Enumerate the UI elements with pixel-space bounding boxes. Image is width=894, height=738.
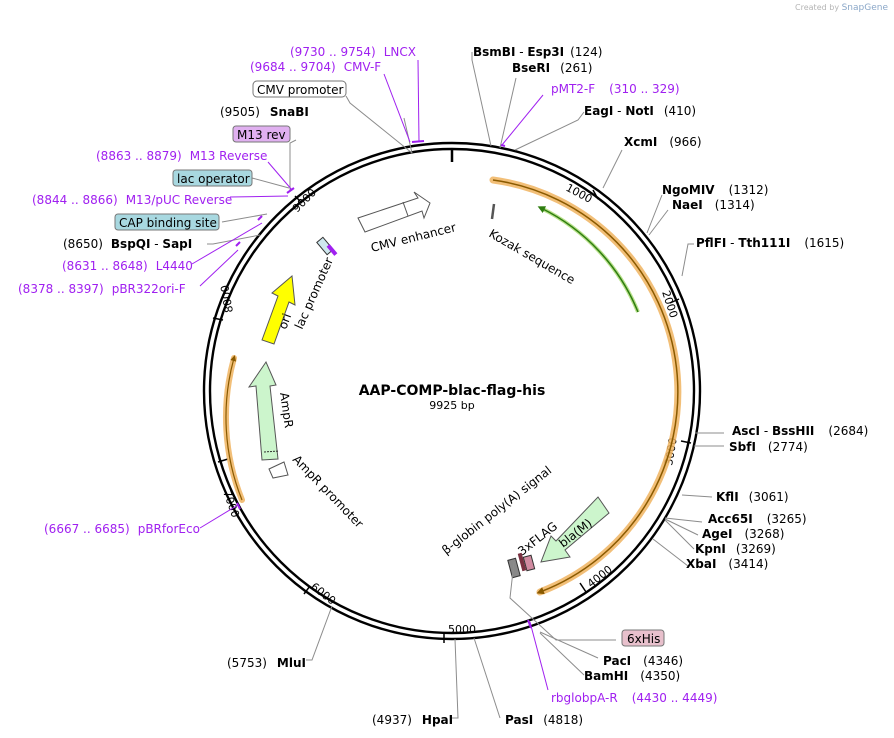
primer-m13-puc-reverse: (8844 .. 8866)M13/pUC Reverse	[32, 193, 232, 207]
ampr-feature: AmpR	[247, 360, 296, 461]
green-feature-arc	[537, 206, 640, 313]
primer-marks	[235, 140, 532, 629]
enzyme-hpai: (4937)HpaI	[372, 713, 453, 727]
enzyme-bspqi: (8650)BspQI - SapI	[63, 237, 192, 251]
enzyme-sbfi: SbfI(2774)	[729, 440, 808, 454]
enzyme-eagi: EagI - NotI(410)	[584, 104, 696, 118]
enzyme-snabi: (9505)SnaBI	[220, 105, 309, 119]
box-cap-binding-site: CAP binding site	[114, 213, 220, 231]
lac-block	[316, 236, 338, 256]
enzyme-kfli: KflI(3061)	[716, 490, 789, 504]
primer-l4440: (8631 .. 8648)L4440	[62, 259, 193, 273]
tick-5000: 5000	[448, 623, 476, 636]
enzyme-naei: NaeI(1314)	[672, 198, 755, 212]
lac-promoter-label: lac promoter	[292, 255, 336, 331]
snapgene-credit: Created by SnapGene	[795, 3, 888, 13]
tick-8000: 8000	[218, 284, 236, 314]
enzyme-paci: PacI(4346)	[603, 654, 683, 668]
primer-pbrforeco: (6667 .. 6685)pBRforEco	[44, 522, 200, 536]
primer-cmv-f: (9684 .. 9704)CMV-F	[250, 60, 381, 74]
primer-m13-reverse: (8863 .. 8879)M13 Reverse	[96, 149, 267, 163]
ori-feature: ori	[261, 275, 296, 345]
kozak-mark	[490, 203, 496, 220]
enzyme-pasi: PasI(4818)	[505, 713, 583, 727]
primer-lncx: (9730 .. 9754)LNCX	[290, 45, 416, 59]
enzyme-agei: AgeI(3268)	[702, 527, 784, 541]
primer-leader-lines	[191, 59, 549, 691]
6xhis-label: 6xHis	[627, 632, 660, 646]
box-cmv-promoter: CMV promoter	[252, 80, 347, 98]
snapgene-logo: SnapGene	[841, 3, 888, 13]
box-lac-operator: lac operator	[172, 169, 253, 187]
primer-rbglobpa-r: rbglobpA-R(4430 .. 4449)	[551, 691, 717, 705]
enzyme-bamhi: BamHI(4350)	[584, 669, 680, 683]
tick-marks	[212, 189, 692, 643]
enzyme-bsmbi: BsmBI - Esp3I(124)	[473, 45, 602, 59]
ampr-label: AmpR	[277, 391, 296, 428]
ampr-promoter-label: AmpR promoter	[290, 452, 366, 530]
enzyme-pflfi: PflFI - Tth111I(1615)	[696, 236, 844, 250]
enzyme-kpni: KpnI(3269)	[695, 542, 776, 556]
enzyme-xcmi: XcmI(966)	[624, 135, 702, 149]
cap-binding-site-label: CAP binding site	[119, 216, 217, 230]
kozak-sequence-label: Kozak sequence	[487, 226, 578, 287]
orf-arc	[489, 176, 682, 596]
enzyme-bseri: BseRI(261)	[512, 61, 592, 75]
m13-rev-label: M13 rev	[237, 128, 286, 142]
enzyme-acc65i: Acc65I(3265)	[708, 512, 807, 526]
primer-pmt2-f: pMT2-F(310 .. 329)	[551, 82, 680, 96]
enzyme-mlui: (5753)MluI	[227, 656, 306, 670]
enzyme-xbai: XbaI(3414)	[686, 557, 768, 571]
ori-label: ori	[276, 312, 294, 331]
cmv-promoter-label: CMV promoter	[257, 83, 344, 97]
primer-pbr322ori-f: (8378 .. 8397)pBR322ori-F	[18, 282, 186, 296]
plasmid-name: AAP-COMP-blac-flag-his	[359, 383, 546, 399]
enzyme-ngomiv: NgoMIV(1312)	[662, 183, 768, 197]
lac-operator-label: lac operator	[177, 172, 250, 186]
flag-polya-blocks	[507, 552, 536, 579]
enzyme-asci: AscI - BssHII(2684)	[732, 424, 868, 438]
box-m13-rev: M13 rev	[232, 125, 291, 143]
credit-text: Created by	[795, 3, 840, 12]
left-orf-arc	[222, 355, 245, 503]
box-6xhis: 6xHis	[621, 629, 665, 647]
ampr-promoter-feature: AmpR promoter	[268, 452, 366, 531]
cmv-enhancer-feature: CMV enhancer	[357, 191, 457, 255]
plasmid-length: 9925 bp	[429, 399, 474, 412]
